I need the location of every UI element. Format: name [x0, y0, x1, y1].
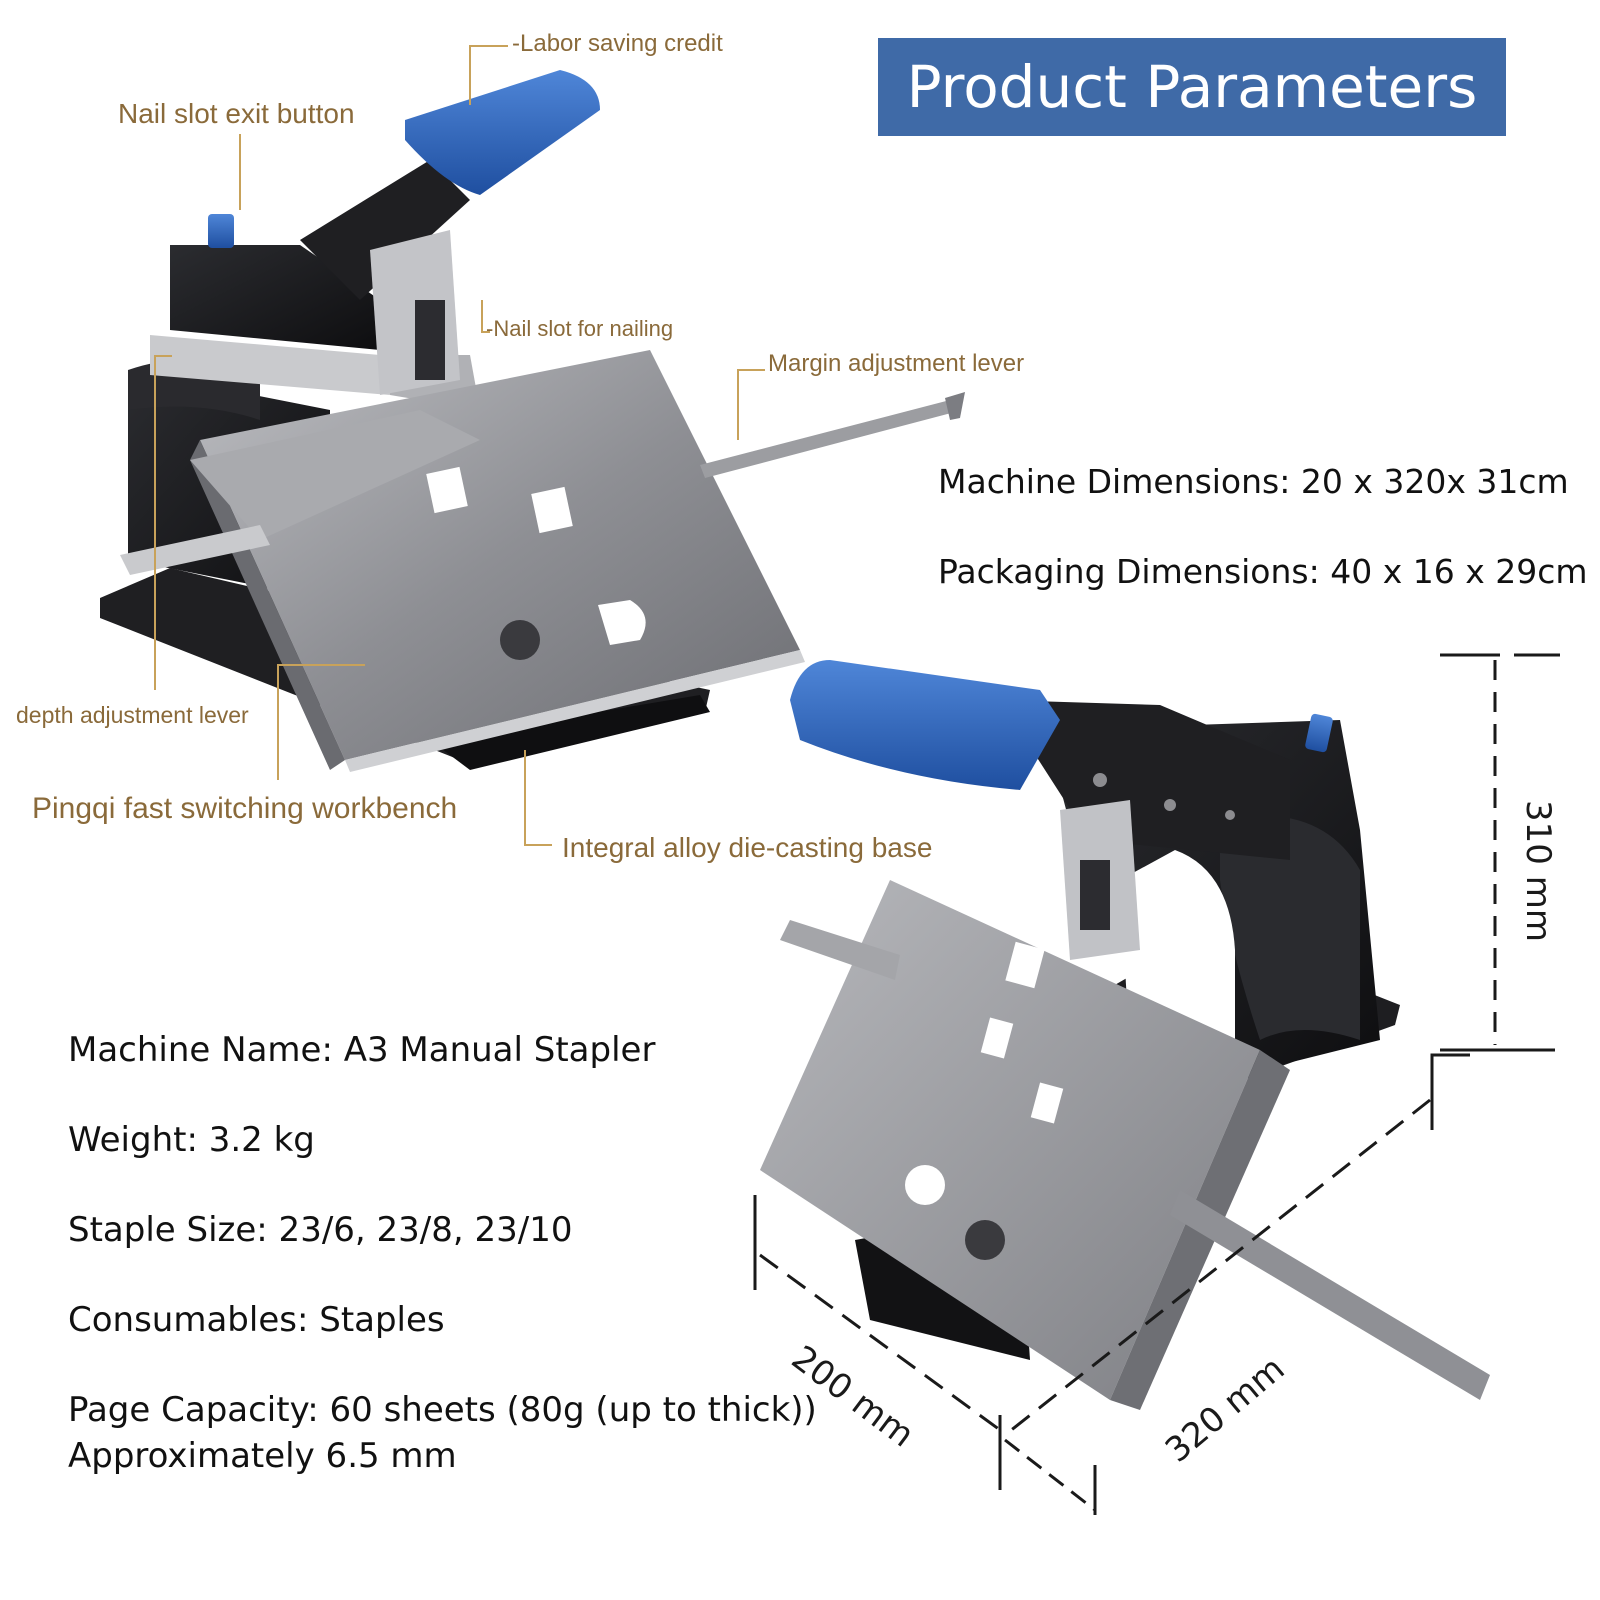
handle-grip-bottom	[790, 660, 1060, 790]
stapler-bottom-view	[760, 660, 1490, 1410]
margin-lever-rod-top	[700, 400, 955, 478]
handle-grip-top	[405, 70, 600, 195]
callout-margin-lever: Margin adjustment lever	[768, 350, 1025, 377]
stapler-top-view	[100, 70, 965, 772]
spec-weight: Weight: 3.2 kg	[68, 1120, 315, 1160]
callout-workbench: Pingqi fast switching workbench	[32, 792, 458, 825]
margin-lever-rod-bottom	[1170, 1190, 1490, 1400]
spec-staple-size: Staple Size: 23/6, 23/8, 23/10	[68, 1210, 573, 1250]
callout-base: Integral alloy die-casting base	[562, 832, 933, 863]
workbench-plate-bottom	[760, 880, 1260, 1400]
callout-labor-saving: -Labor saving credit	[512, 30, 723, 57]
dimension-height-label: 310 mm	[1518, 800, 1558, 942]
dimension-lines	[753, 653, 1560, 1515]
spec-packaging-dimensions: Packaging Dimensions: 40 x 16 x 29cm	[938, 552, 1588, 591]
spec-consumables: Consumables: Staples	[68, 1300, 445, 1340]
page-title: Product Parameters	[906, 53, 1478, 121]
spec-page-capacity-thickness: Approximately 6.5 mm	[68, 1436, 457, 1476]
callout-nail-exit: Nail slot exit button	[118, 98, 355, 129]
nail-exit-button-top	[208, 214, 234, 248]
spec-page-capacity: Page Capacity: 60 sheets (80g (up to thi…	[68, 1390, 817, 1430]
nail-exit-button-bottom	[1305, 713, 1333, 753]
callout-nail-slot: -Nail slot for nailing	[486, 316, 674, 341]
spec-machine-name: Machine Name: A3 Manual Stapler	[68, 1030, 656, 1070]
callout-depth-lever: depth adjustment lever	[16, 702, 249, 728]
spec-machine-dimensions: Machine Dimensions: 20 x 320x 31cm	[938, 462, 1569, 501]
title-banner: Product Parameters	[878, 38, 1506, 136]
callout-leader-lines	[154, 45, 765, 846]
